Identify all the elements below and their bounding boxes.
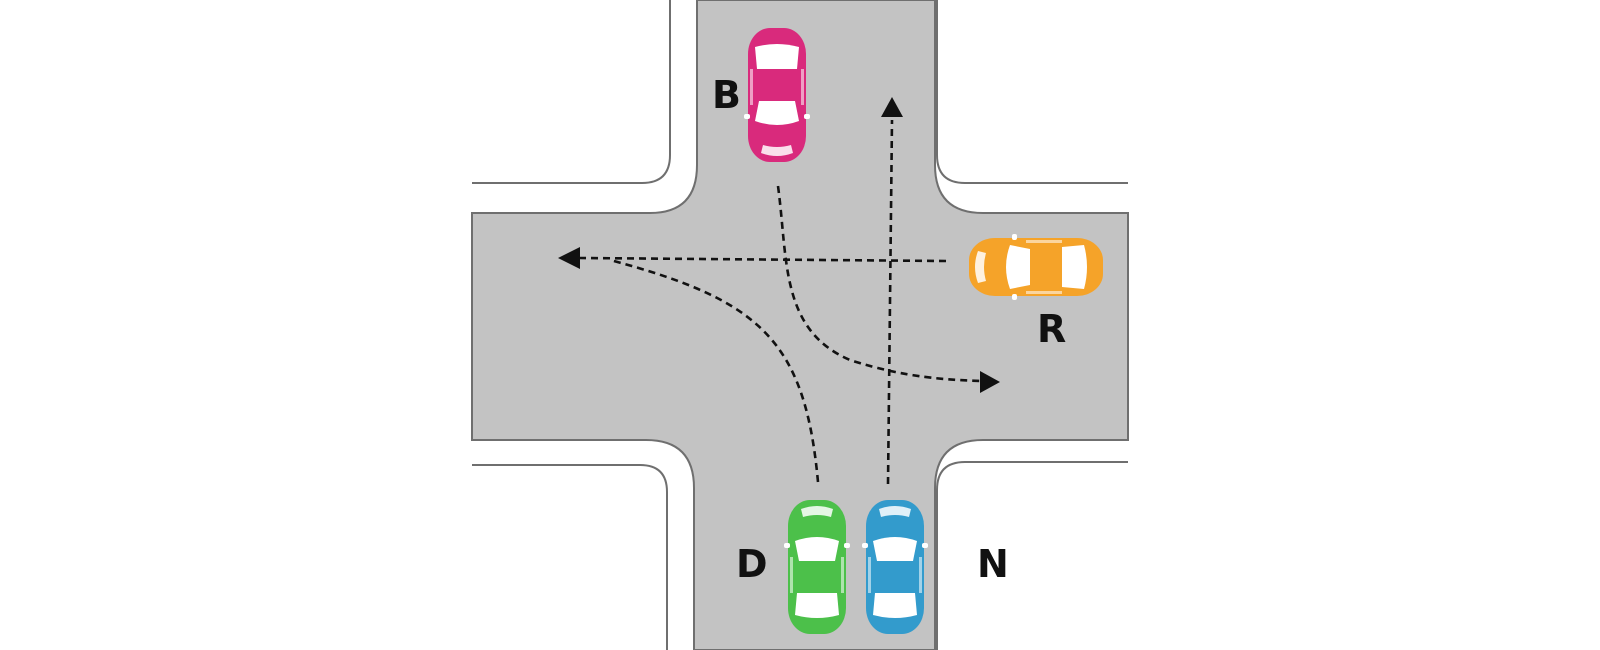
path-N <box>886 119 894 485</box>
arrowhead-west <box>558 247 580 269</box>
car-N <box>862 500 928 634</box>
label-D: D <box>736 542 768 586</box>
car-B <box>744 28 810 162</box>
vehicle-paths <box>558 97 1000 485</box>
path-B <box>776 185 983 383</box>
vehicle-labels: B R D N <box>712 73 1066 586</box>
curbs <box>472 0 1128 650</box>
car-R <box>969 234 1103 300</box>
path-R <box>579 256 947 263</box>
label-R: R <box>1037 307 1066 351</box>
path-D <box>609 258 820 483</box>
road-surface <box>471 0 1129 650</box>
label-N: N <box>977 542 1009 586</box>
label-B: B <box>712 73 741 117</box>
car-D <box>784 500 850 634</box>
arrowhead-north <box>881 97 903 117</box>
arrowhead-east <box>980 371 1000 393</box>
